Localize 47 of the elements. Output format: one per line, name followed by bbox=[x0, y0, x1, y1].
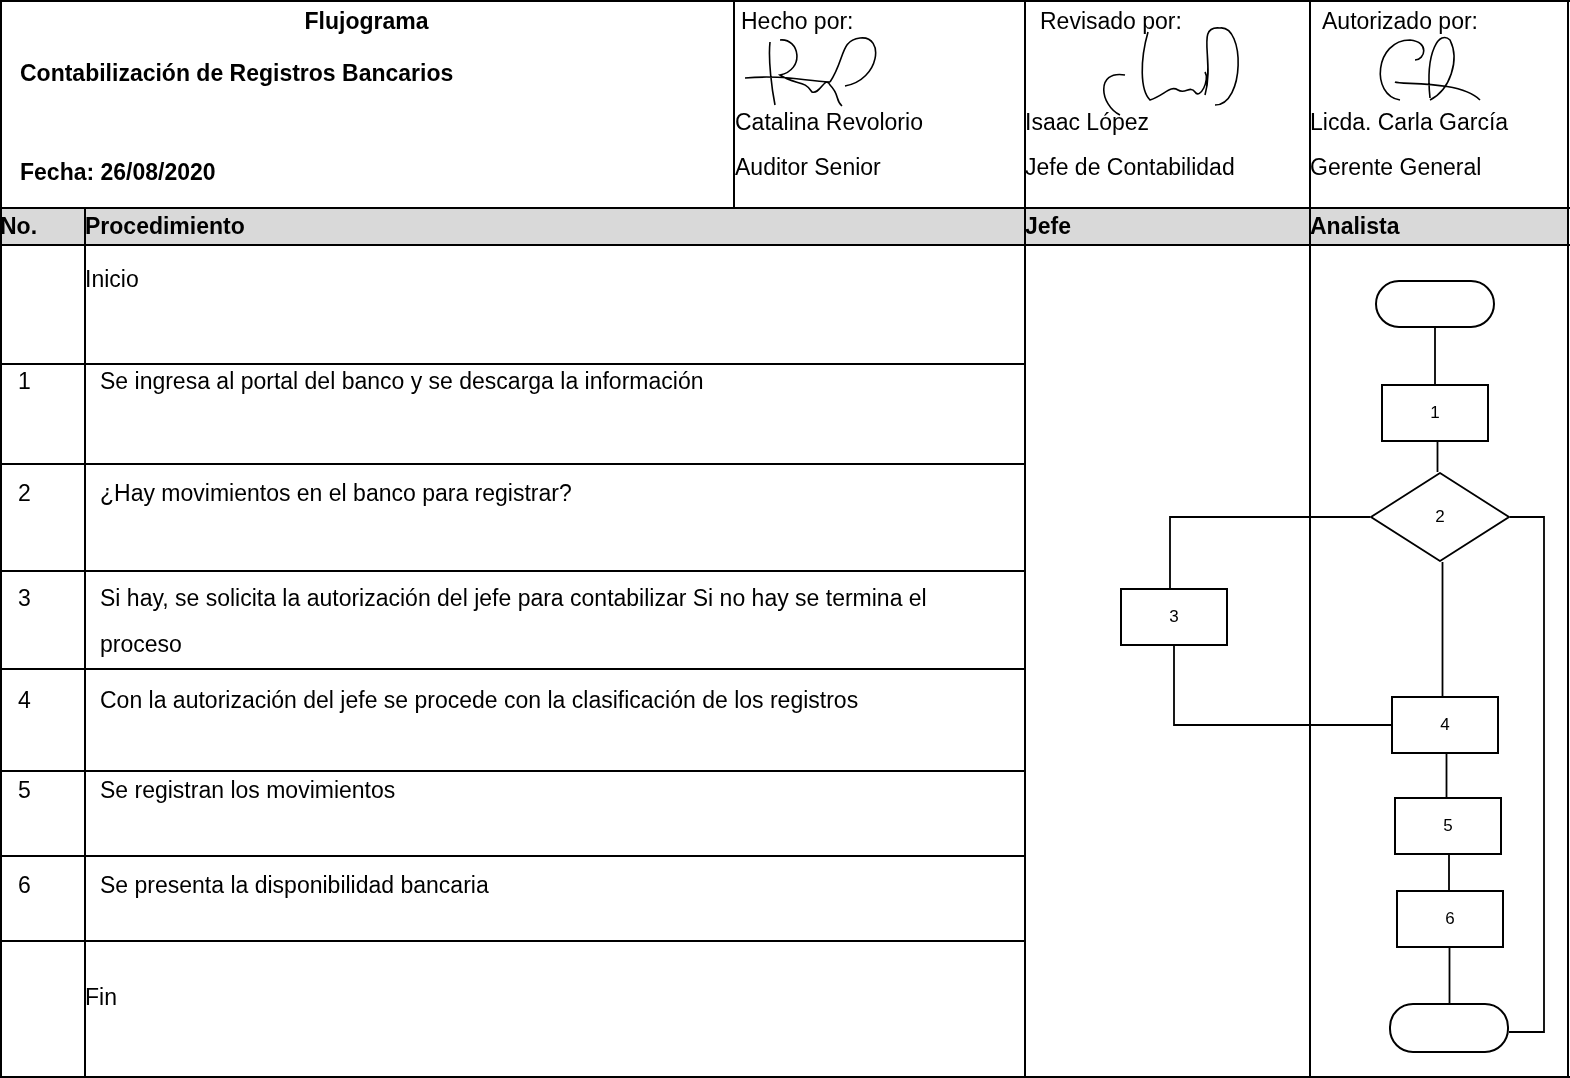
process-box: 5 bbox=[1394, 797, 1502, 855]
signature-text: Catalina Revolorio bbox=[735, 108, 924, 137]
signature-text: Revisado por: bbox=[1040, 7, 1183, 36]
procedure-text: Inicio bbox=[85, 265, 140, 294]
step-number: 4 bbox=[18, 686, 32, 715]
signature-text: Gerente General bbox=[1310, 153, 1483, 182]
connector-line bbox=[1173, 645, 1392, 726]
connector-line bbox=[1441, 561, 1444, 697]
process-box: 3 bbox=[1120, 588, 1228, 646]
connector-line bbox=[1448, 854, 1450, 891]
header-text: Fecha: 26/08/2020 bbox=[20, 158, 217, 187]
connector-line bbox=[1434, 327, 1436, 385]
signature-text: Jefe de Contabilidad bbox=[1025, 153, 1236, 182]
procedure-text: Se registran los movimientos bbox=[100, 776, 397, 805]
procedure-text: Fin bbox=[85, 983, 118, 1012]
column-header: Jefe bbox=[1025, 212, 1073, 241]
procedure-text: Si hay, se solicita la autorización del jefe para contabilizar Si no hay se termina el proceso bbox=[100, 584, 928, 659]
signature-text: Hecho por: bbox=[741, 7, 855, 36]
step-number: 6 bbox=[18, 871, 32, 900]
process-box: 6 bbox=[1396, 890, 1504, 948]
terminal-capsule bbox=[1375, 280, 1495, 328]
column-header: Analista bbox=[1310, 212, 1401, 241]
step-number: 3 bbox=[18, 584, 32, 613]
step-number: 5 bbox=[18, 776, 32, 805]
signature-text: Autorizado por: bbox=[1322, 7, 1479, 36]
connector-line bbox=[1445, 753, 1448, 798]
column-header: No. bbox=[0, 212, 39, 241]
signature-text: Isaac López bbox=[1025, 108, 1151, 137]
connector-line bbox=[1436, 441, 1439, 473]
step-number: 1 bbox=[18, 367, 32, 396]
procedure-text: Se presenta la disponibilidad bancaria bbox=[100, 871, 490, 900]
column-header: Procedimiento bbox=[85, 212, 246, 241]
procedure-text: ¿Hay movimientos en el banco para registrar? bbox=[100, 479, 573, 508]
header-text: Contabilización de Registros Bancarios bbox=[20, 59, 455, 88]
connector-line bbox=[1448, 947, 1451, 1004]
step-number: 2 bbox=[18, 479, 32, 508]
signature-text: Licda. Carla García bbox=[1310, 108, 1510, 137]
process-box: 4 bbox=[1391, 696, 1499, 754]
diagram-title: Flujograma bbox=[303, 7, 430, 36]
procedure-text: Se ingresa al portal del banco y se descarga la información bbox=[100, 367, 705, 396]
connector-line bbox=[1508, 516, 1545, 1033]
terminal-capsule bbox=[1389, 1003, 1509, 1053]
procedure-text: Con la autorización del jefe se procede con la clasificación de los registros bbox=[100, 686, 860, 715]
decision-diamond: 2 bbox=[1370, 472, 1510, 562]
connector-line bbox=[1169, 516, 1371, 589]
signature-text: Auditor Senior bbox=[735, 153, 882, 182]
process-box: 1 bbox=[1381, 384, 1489, 442]
